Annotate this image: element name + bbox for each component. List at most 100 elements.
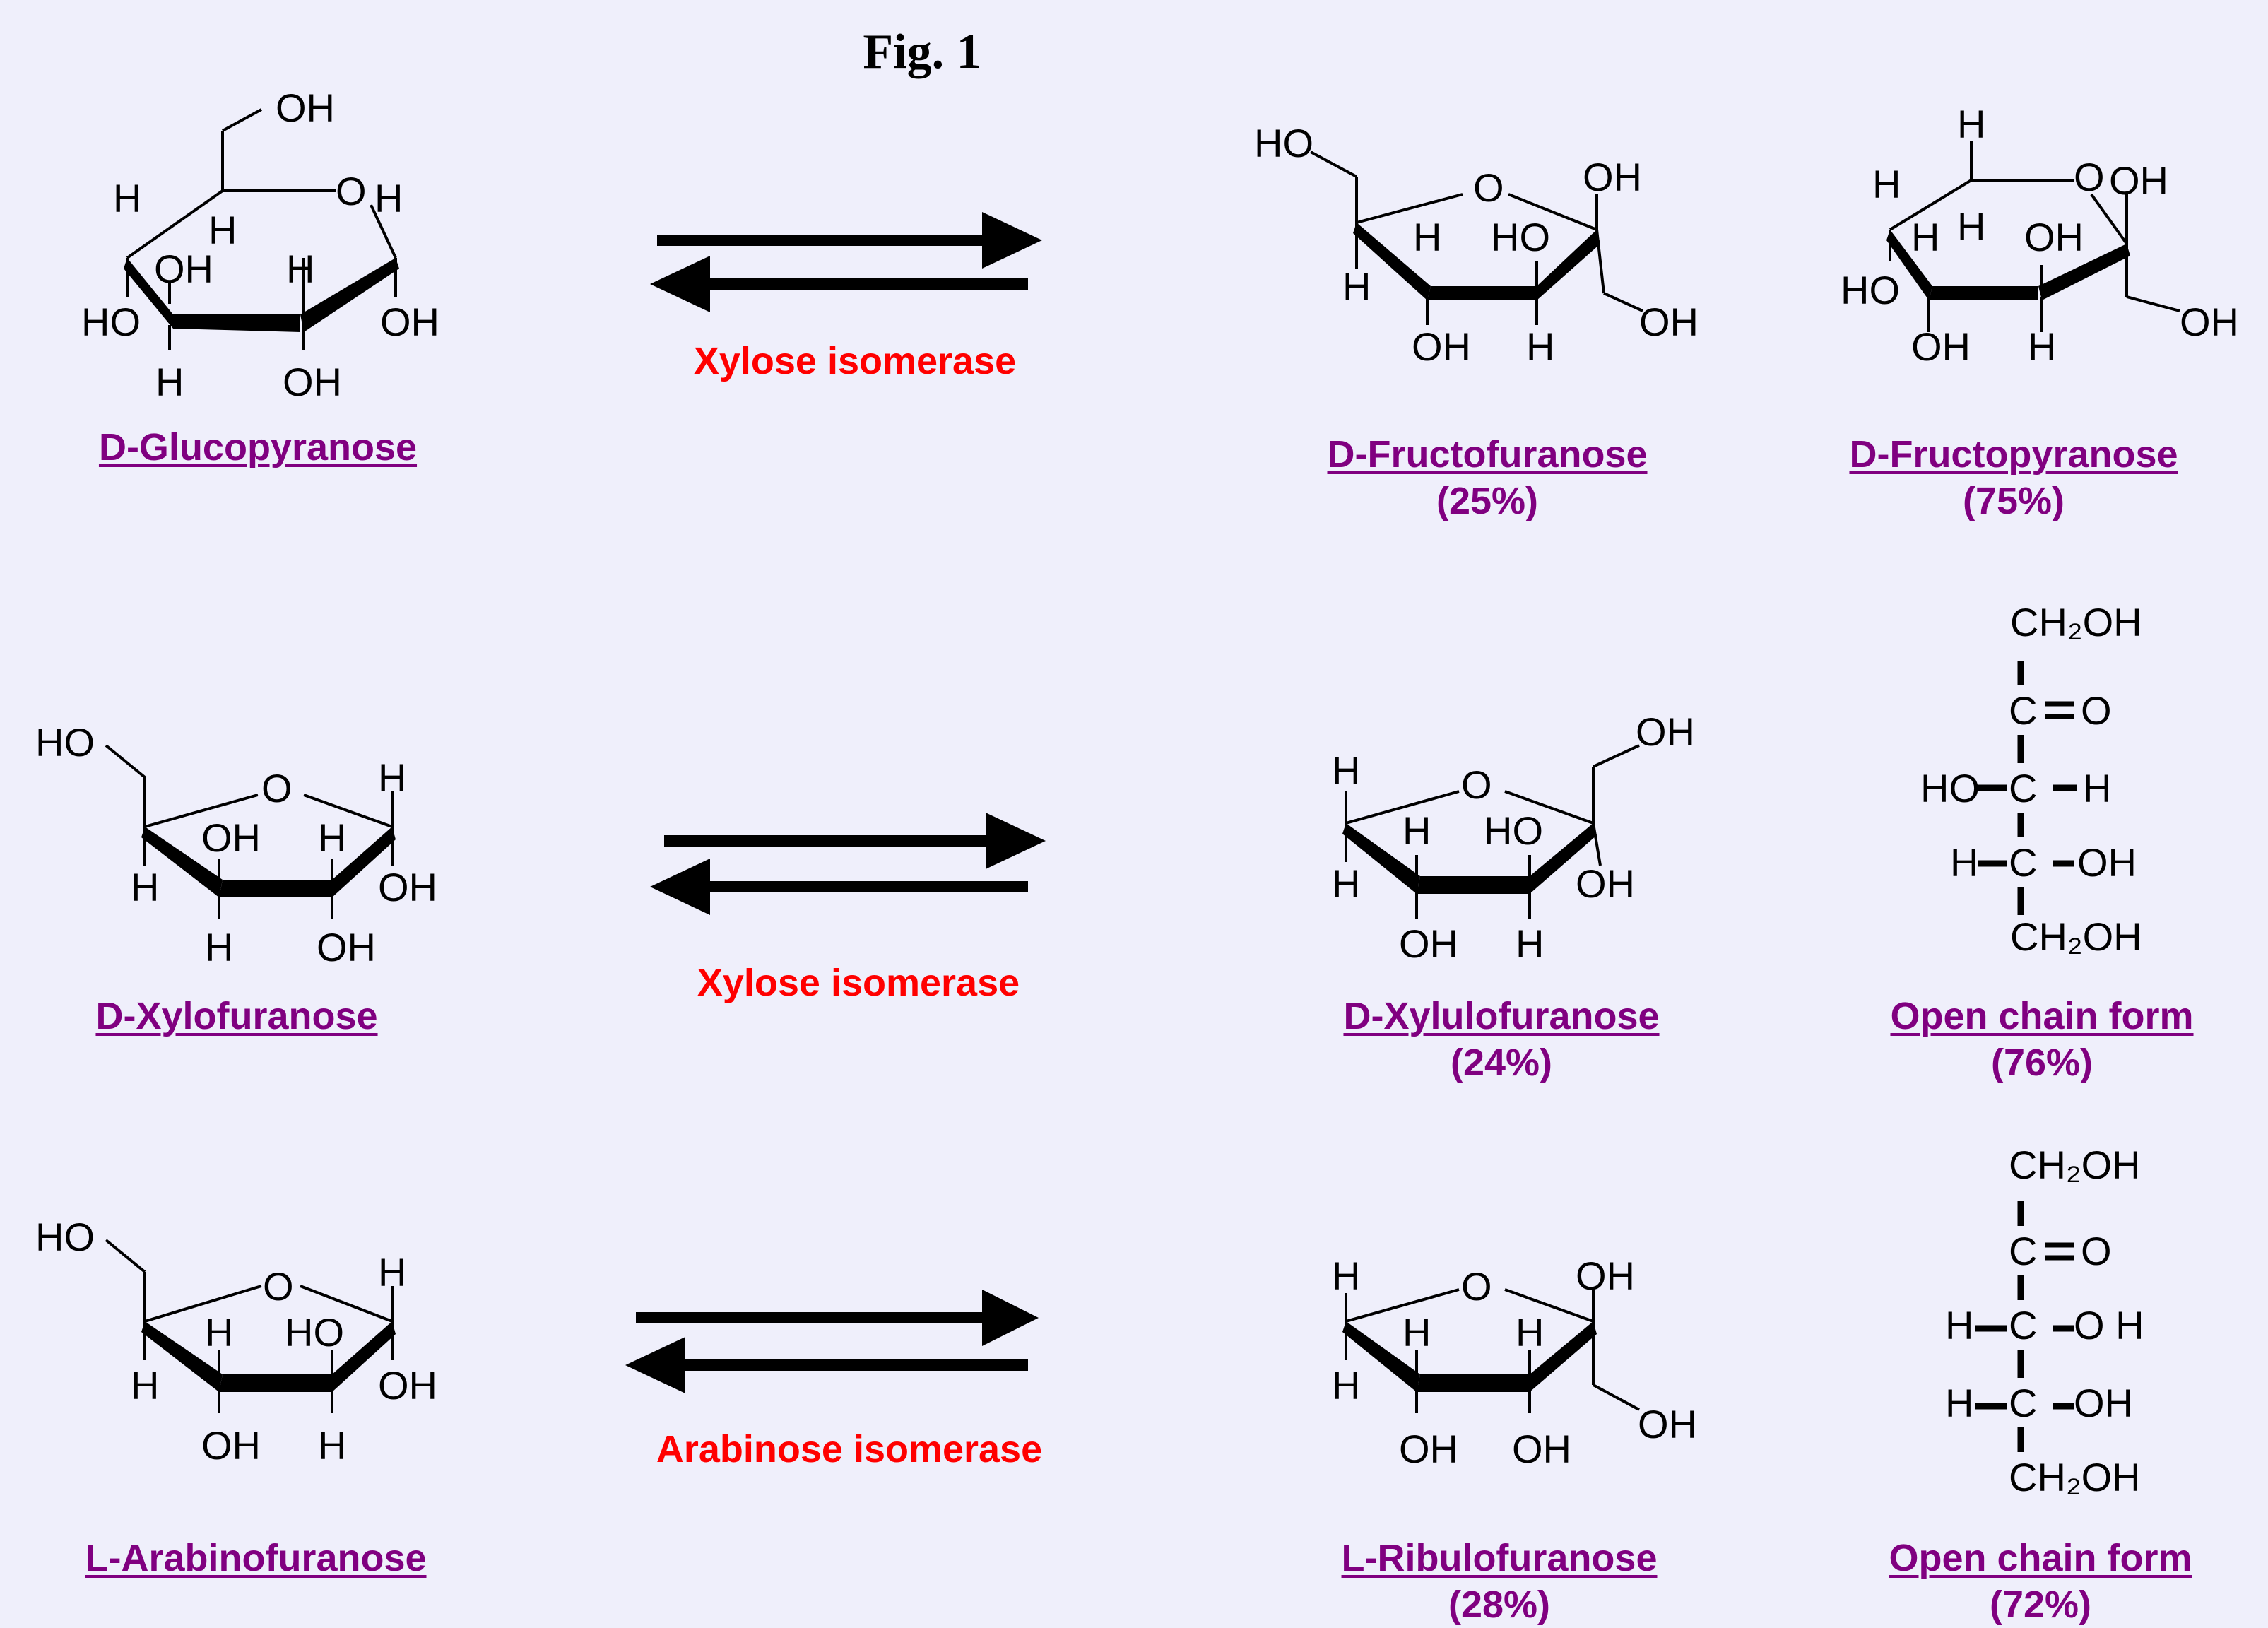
atom-label: O <box>2074 155 2105 199</box>
atom-label: HO <box>285 1310 344 1355</box>
compound-name: D-Xylofuranose <box>95 995 378 1037</box>
atom-label: H <box>131 1363 159 1408</box>
atom-label: OH <box>276 85 335 130</box>
atom-label: OH <box>283 360 342 404</box>
atom-label: H <box>1957 204 1985 249</box>
equilibrium-arrows <box>625 1290 1039 1393</box>
compound-percent: (24%) <box>1450 1042 1553 1084</box>
atom-label: H <box>113 176 141 220</box>
atom-label: CH₂OH <box>2010 914 2142 959</box>
compound-percent: (25%) <box>1436 480 1539 522</box>
enzyme-label: Xylose isomerase <box>693 340 1017 382</box>
atom-label: H <box>1526 324 1554 369</box>
atom-label: H <box>1332 861 1360 906</box>
atom-label: H <box>2083 766 2111 810</box>
atom-label: O <box>1473 165 1504 210</box>
compound-label-fructopyranose: D-Fructopyranose (75%) <box>1849 431 2178 524</box>
atom-label: C <box>2009 766 2037 810</box>
atom-label: H <box>318 815 346 860</box>
figure-title: Fig. 1 <box>863 25 981 79</box>
atom-label: H <box>1911 215 1939 259</box>
equilibrium-arrows <box>650 212 1042 312</box>
compound-name: D-Glucopyranose <box>98 426 418 468</box>
atom-label: H <box>1950 840 1978 885</box>
atom-label: C <box>2009 1381 2037 1425</box>
compound-label-arabinofuranose: L-Arabinofuranose <box>85 1535 426 1581</box>
atom-label: OH <box>380 300 439 344</box>
atom-label: H <box>1516 1310 1544 1355</box>
atom-label: H <box>1413 215 1441 259</box>
compound-percent: (72%) <box>1989 1583 2092 1626</box>
atom-label: H <box>318 1423 346 1468</box>
open-chain-xylulose: CH₂OH C O HO C H H C OH CH₂OH <box>1920 600 2142 959</box>
atom-label: C <box>2009 688 2037 733</box>
enzyme-label: Arabinose isomerase <box>656 1428 1043 1470</box>
atom-label: OH <box>2074 1381 2133 1425</box>
atom-label: HO <box>81 300 141 344</box>
xylofuranose-structure: HO O H OH H H OH H OH <box>35 720 437 969</box>
atom-label: CH₂OH <box>2009 1455 2141 1499</box>
atom-label: OH <box>2180 300 2239 344</box>
xylulofuranose-structure: OH H O H HO H OH OH H <box>1332 709 1695 966</box>
atom-label: OH <box>1638 1402 1697 1446</box>
atom-label: C <box>2009 1229 2037 1273</box>
atom-label: H <box>155 360 184 404</box>
atom-label: H <box>374 176 403 220</box>
atom-label: OH <box>378 1363 437 1408</box>
atom-label: HO <box>35 720 95 765</box>
atom-label: OH <box>1399 921 1458 966</box>
atom-label: C <box>2009 1303 2037 1347</box>
atom-label: H <box>1872 162 1901 206</box>
atom-label: HO <box>1254 121 1313 165</box>
atom-label: H <box>1342 264 1371 309</box>
atom-label: HO <box>1491 215 1550 259</box>
atom-label: H <box>1402 1310 1431 1355</box>
atom-label: H <box>1402 808 1431 853</box>
atom-label: OH <box>317 925 376 969</box>
atom-label: OH <box>1639 300 1699 344</box>
compound-label-open-chain: Open chain form (72%) <box>1889 1535 2192 1628</box>
compound-name: D-Xylulofuranose <box>1343 995 1660 1037</box>
atom-label: OH <box>2109 158 2168 203</box>
atom-label: H <box>1332 1363 1360 1408</box>
atom-label: HO <box>35 1215 95 1259</box>
atom-label: H <box>1945 1303 1973 1347</box>
arabinofuranose-structure: HO O H H HO H OH OH H <box>35 1215 437 1468</box>
atom-label: OH <box>2077 840 2137 885</box>
compound-name: Open chain form <box>1889 1537 2192 1579</box>
atom-label: O <box>2081 688 2112 733</box>
compound-name: D-Fructopyranose <box>1849 433 2178 476</box>
atom-label: OH <box>201 815 261 860</box>
atom-label: H <box>1332 748 1360 793</box>
atom-label: OH <box>1512 1427 1571 1471</box>
atom-label: H <box>131 865 159 909</box>
atom-label: O <box>263 1264 294 1309</box>
atom-label: OH <box>2024 215 2084 259</box>
atom-label: H <box>378 755 406 800</box>
compound-percent: (28%) <box>1448 1583 1551 1626</box>
atom-label: OH <box>154 247 213 291</box>
atom-label: H <box>2028 324 2056 369</box>
atom-label: OH <box>1911 324 1971 369</box>
atom-label: HO <box>1920 766 1980 810</box>
enzyme-label: Xylose isomerase <box>697 962 1020 1004</box>
atom-label: C <box>2009 840 2037 885</box>
atom-label: CH₂OH <box>2010 600 2142 644</box>
compound-label-glucopyranose: D-Glucopyranose <box>99 424 417 471</box>
atom-label: H <box>205 925 233 969</box>
atom-label: OH <box>1583 155 1642 199</box>
atom-label: O <box>2081 1229 2112 1273</box>
compound-percent: (75%) <box>1962 480 2065 522</box>
atom-label: OH <box>1412 324 1471 369</box>
atom-label: OH <box>378 865 437 909</box>
atom-label: H <box>1332 1254 1360 1298</box>
fructofuranose-structure: HO O OH H HO H OH H OH <box>1254 121 1699 369</box>
atom-label: HO <box>1841 268 1900 312</box>
glucopyranose-structure: OH O H H OH H HO OH H OH H <box>81 85 439 404</box>
atom-label: H <box>1516 921 1544 966</box>
atom-label: OH <box>1636 709 1695 754</box>
ribulofuranose-structure: H O OH H H H OH OH OH <box>1332 1254 1697 1471</box>
compound-label-open-chain: Open chain form (76%) <box>1890 993 2193 1086</box>
atom-label: O <box>261 766 293 810</box>
